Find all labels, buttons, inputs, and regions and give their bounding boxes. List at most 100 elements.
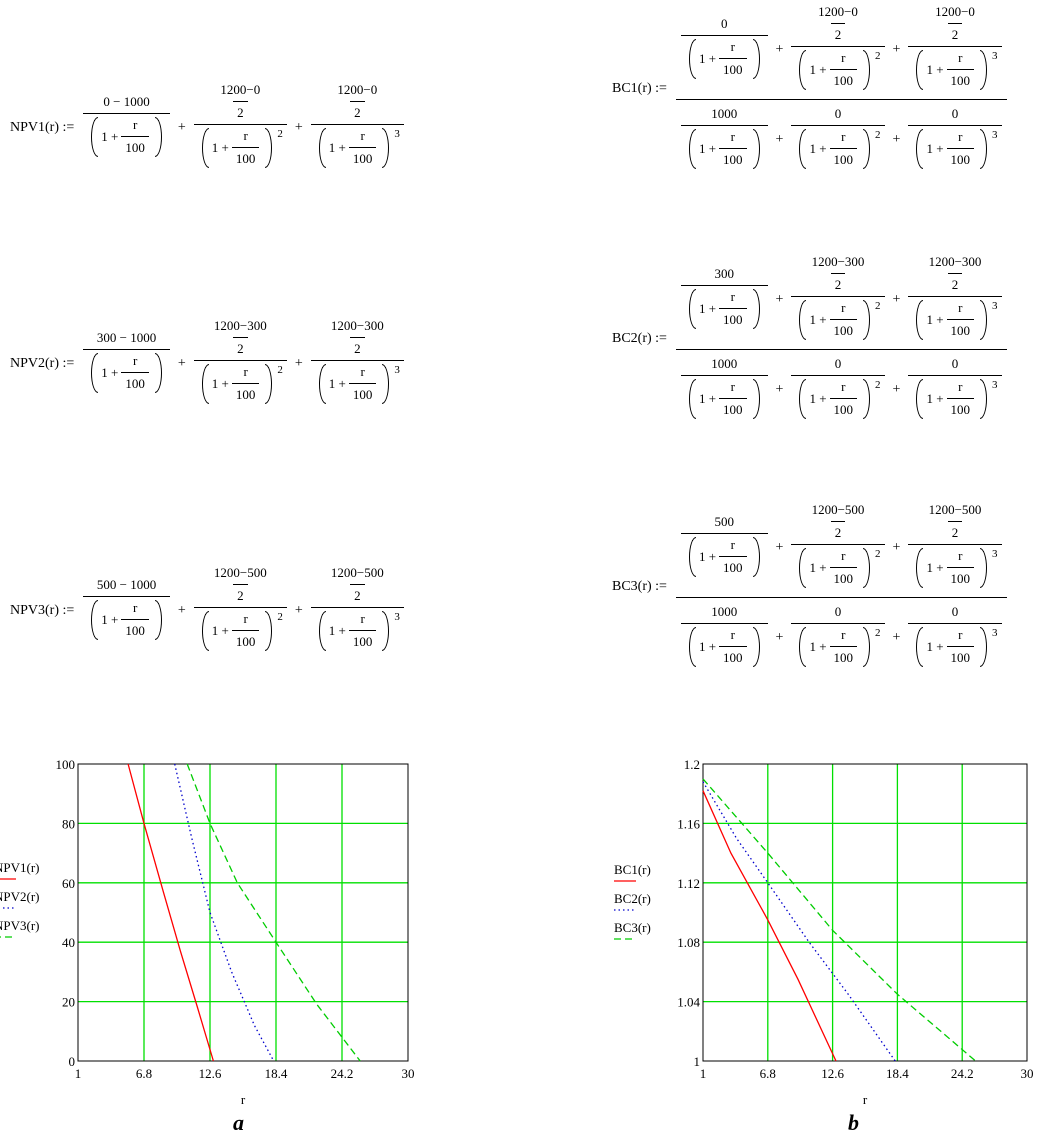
npv-chart: 16.812.618.424.230020406080100rNPV1(r)NP…: [0, 757, 415, 1105]
one-plus: 1 +: [211, 140, 229, 155]
x-axis-label: r: [241, 1092, 246, 1105]
legend-label: BC3(r): [614, 920, 651, 935]
numerator: 1200−500: [213, 565, 267, 580]
two: 2: [237, 341, 244, 356]
rate-var: r: [841, 50, 846, 65]
hundred: 100: [950, 73, 971, 88]
rate-var: r: [841, 548, 846, 563]
numerator: 0: [834, 604, 842, 619]
numerator: 1200−0: [935, 4, 975, 19]
numerator: 0 − 1000: [103, 93, 150, 109]
hundred: 100: [833, 571, 854, 586]
numerator: 0: [721, 15, 728, 31]
one-plus: 1 +: [926, 141, 944, 156]
two: 2: [354, 341, 361, 356]
formula-name: BC2(r) :=: [612, 331, 667, 346]
y-tick-label: 20: [62, 995, 75, 1010]
one-plus: 1 +: [328, 623, 346, 638]
numerator: 300 − 1000: [96, 329, 157, 345]
two: 2: [354, 105, 361, 120]
two: 2: [237, 105, 244, 120]
two: 2: [951, 27, 959, 42]
numerator: 0: [951, 356, 959, 371]
rate-var: r: [730, 536, 735, 552]
x-tick-label: 18.4: [265, 1066, 288, 1081]
one-plus: 1 +: [926, 560, 944, 575]
hundred: 100: [235, 634, 256, 649]
hundred: 100: [723, 61, 743, 77]
hundred: 100: [125, 375, 145, 391]
one-plus: 1 +: [809, 391, 827, 406]
x-tick-label: 24.2: [951, 1066, 974, 1081]
plus-sign: +: [775, 539, 784, 555]
two: 2: [354, 588, 361, 603]
x-tick-label: 30: [1021, 1066, 1034, 1081]
x-tick-label: 1: [700, 1066, 707, 1081]
hundred: 100: [723, 650, 743, 665]
numerator: 0: [834, 106, 842, 121]
caption-a: a: [233, 1110, 244, 1135]
one-plus: 1 +: [698, 391, 717, 406]
hundred: 100: [723, 311, 743, 327]
numerator: 1000: [711, 604, 738, 619]
numerator: 1200−0: [337, 82, 378, 97]
formula-name: NPV3(r) :=: [10, 602, 75, 618]
fraction: r 100: [121, 600, 149, 640]
y-tick-label: 40: [62, 935, 75, 950]
plus-sign: +: [892, 539, 901, 555]
rate-var: r: [132, 599, 138, 615]
plus-sign: +: [177, 602, 186, 618]
two: 2: [834, 525, 842, 540]
hundred: 100: [723, 152, 743, 167]
formula-name: NPV1(r) :=: [10, 119, 75, 135]
x-tick-label: 6.8: [760, 1066, 776, 1081]
hundred: 100: [125, 622, 145, 638]
exponent: 2: [875, 50, 881, 62]
rate-var: r: [132, 116, 138, 132]
two: 2: [951, 525, 959, 540]
numerator: 1000: [711, 106, 738, 121]
x-tick-label: 1: [75, 1066, 82, 1081]
hundred: 100: [235, 151, 256, 166]
y-tick-label: 1: [694, 1054, 701, 1069]
rate-var: r: [730, 129, 735, 144]
series-line-npv1r: [127, 763, 215, 1062]
series-line-npv3r: [186, 763, 361, 1062]
plus-sign: +: [892, 382, 901, 397]
